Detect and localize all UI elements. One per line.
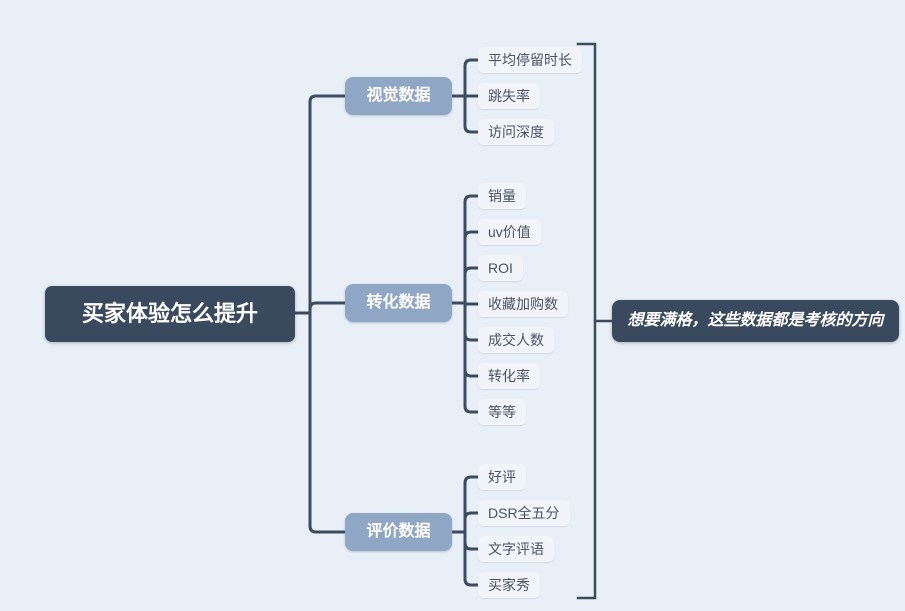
leaf-topic[interactable]: DSR全五分: [478, 500, 570, 526]
leaf-topic[interactable]: 文字评语: [478, 536, 554, 562]
summary-annotation[interactable]: 想要满格，这些数据都是考核的方向: [612, 300, 899, 342]
leaf-topic[interactable]: ROI: [478, 255, 523, 281]
branch-topic-visual[interactable]: 视觉数据: [345, 77, 452, 115]
leaf-topic[interactable]: 买家秀: [478, 572, 540, 598]
branch-topic-review[interactable]: 评价数据: [345, 513, 452, 551]
branch1-leaf-connectors: [450, 58, 480, 134]
root-topic[interactable]: 买家体验怎么提升: [45, 286, 295, 342]
branch2-leaf-connectors: [450, 194, 480, 414]
branch3-leaf-connectors: [450, 475, 480, 587]
summary-bracket: [576, 42, 614, 600]
leaf-topic[interactable]: 访问深度: [478, 119, 554, 145]
leaf-topic[interactable]: uv价值: [478, 219, 541, 245]
leaf-topic[interactable]: 转化率: [478, 363, 540, 389]
root-branch-connectors: [293, 94, 347, 534]
leaf-topic[interactable]: 销量: [478, 183, 526, 209]
branch-topic-conversion[interactable]: 转化数据: [345, 284, 452, 322]
leaf-topic[interactable]: 平均停留时长: [478, 47, 582, 73]
leaf-topic[interactable]: 等等: [478, 399, 526, 425]
leaf-topic[interactable]: 跳失率: [478, 83, 540, 109]
leaf-topic[interactable]: 成交人数: [478, 327, 554, 353]
leaf-topic[interactable]: 收藏加购数: [478, 291, 568, 317]
leaf-topic[interactable]: 好评: [478, 464, 526, 490]
